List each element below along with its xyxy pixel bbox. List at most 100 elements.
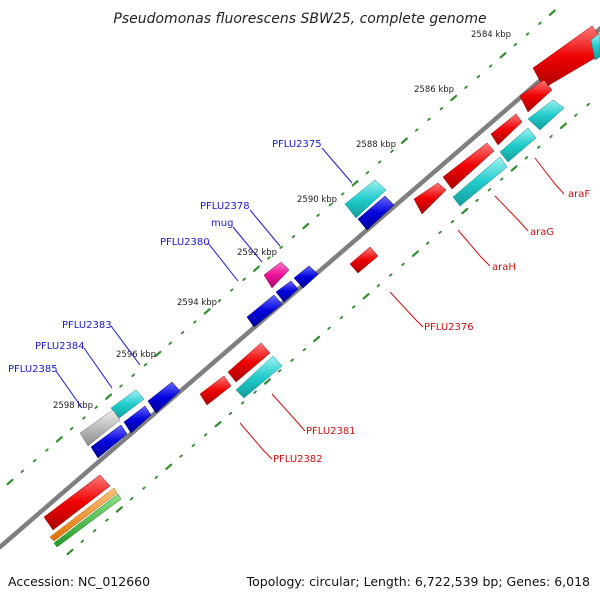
tick-mark [525,32,530,36]
gene-PFLU2381[interactable] [227,342,271,383]
label-PFLU2380[interactable]: PFLU2380 [160,237,210,248]
label-PFLU2382[interactable]: PFLU2382 [273,454,323,465]
tick-mark [328,202,333,207]
tick-mark [267,256,271,260]
gene-red-outer-top[interactable] [532,25,600,89]
leader-PFLU2375 [321,147,353,184]
genome-backbone [0,25,600,550]
genome-summary-text: Topology: circular; Length: 6,722,539 bp… [246,574,590,589]
tick-mark [20,469,25,474]
gene-PFLU2385[interactable] [79,409,121,447]
gene-labels: PFLU2375 PFLU2378 mug PFLU2380 PFLU2383 … [8,139,590,465]
tick-mark [115,506,123,513]
tick-mark [365,170,370,175]
gene-green-strip[interactable] [53,493,122,548]
tick-mark [461,207,469,215]
tick-mark [513,43,518,47]
tick-mark [154,350,162,358]
tick-label-2592: 2592 kbp [237,248,277,258]
tick-mark [214,421,222,428]
label-araH[interactable]: araH [492,262,516,273]
label-PFLU2381[interactable]: PFLU2381 [306,426,356,437]
tick-label-2584: 2584 kbp [471,30,511,40]
tick-mark [340,192,345,196]
tick-mark [32,458,37,463]
tick-mark [487,188,492,192]
tick-mark [377,160,382,164]
label-PFLU2375[interactable]: PFLU2375 [272,139,322,150]
gene-PFLU2376[interactable] [349,246,379,274]
tick-mark [92,529,97,533]
tick-mark [414,128,419,132]
gene-araH[interactable] [413,182,447,215]
tick-mark [80,539,85,543]
tick-mark [427,117,431,121]
map-title: Pseudomonas fluorescens SBW25, complete … [113,11,486,27]
tick-mark [165,463,173,470]
tick-mark [548,9,556,16]
accession-text: Accession: NC_012660 [8,574,150,589]
tick-mark [488,64,493,68]
tick-mark [277,369,282,373]
label-araF[interactable]: araF [568,189,590,200]
tick-mark [253,265,260,272]
gene-red-upper-3[interactable] [490,113,523,146]
gene-araH-cyan[interactable] [452,156,508,207]
tick-mark [82,416,86,420]
tick-mark [302,347,307,352]
gene-PFLU2380[interactable] [246,294,283,328]
tick-label-2590: 2590 kbp [297,195,337,205]
tick-mark [94,405,98,410]
gene-cyan-upper-2[interactable] [527,99,565,131]
gene-red-outer-bottom[interactable] [43,474,111,531]
tick-mark [228,411,233,416]
label-PFLU2376[interactable]: PFLU2376 [424,322,474,333]
tick-mark [313,335,321,343]
label-PFLU2378[interactable]: PFLU2378 [200,201,250,212]
gene-PFLU2382[interactable] [199,375,232,406]
tick-mark [55,436,63,443]
tick-mark [537,145,541,149]
leader-PFLU2385 [55,370,83,409]
gene-blue-2386[interactable] [90,424,128,459]
tick-mark [242,277,246,282]
tick-mark [574,113,578,117]
tick-mark [203,308,211,315]
gene-features [43,25,600,548]
tick-mark [538,21,542,25]
tick-mark [499,52,507,59]
gene-PFLU2382-cyan[interactable] [235,355,283,399]
label-PFLU2385[interactable]: PFLU2385 [8,364,58,375]
gene-PFLU2375[interactable] [344,179,387,219]
label-mug[interactable]: mug [211,218,233,229]
tick-mark [450,220,455,224]
tick-mark [66,548,74,556]
tick-mark [168,341,173,346]
tick-mark [69,426,74,431]
gene-PFLU2378[interactable] [293,265,319,289]
gene-blue-2383b[interactable] [147,381,181,414]
tick-mark [191,443,196,448]
leader-PFLU2376 [389,291,424,328]
tick-mark [105,393,113,400]
tick-mark [279,245,283,249]
gene-orange-strip[interactable] [49,487,118,542]
tick-label-2598: 2598 kbp [53,401,93,411]
gene-cyan-upper-3[interactable] [499,127,537,163]
label-PFLU2384[interactable]: PFLU2384 [35,341,85,352]
gene-mug[interactable] [263,261,290,289]
gene-red-upper-2[interactable] [519,79,553,113]
label-araG[interactable]: araG [530,227,554,238]
label-PFLU2383[interactable]: PFLU2383 [62,320,112,331]
gene-blue-2376-fwd[interactable] [357,195,395,231]
tick-mark [388,273,393,277]
tick-mark [253,390,257,394]
gene-PFLU2384[interactable] [123,405,152,434]
gene-cyan-top-edge[interactable] [590,32,600,61]
gene-araG[interactable] [442,142,495,190]
gene-blue-2379[interactable] [275,280,299,303]
tick-labels: 2584 kbp 2586 kbp 2588 kbp 2590 kbp 2592… [53,30,511,411]
tick-label-2594: 2594 kbp [177,298,217,308]
tick-mark [179,454,183,458]
